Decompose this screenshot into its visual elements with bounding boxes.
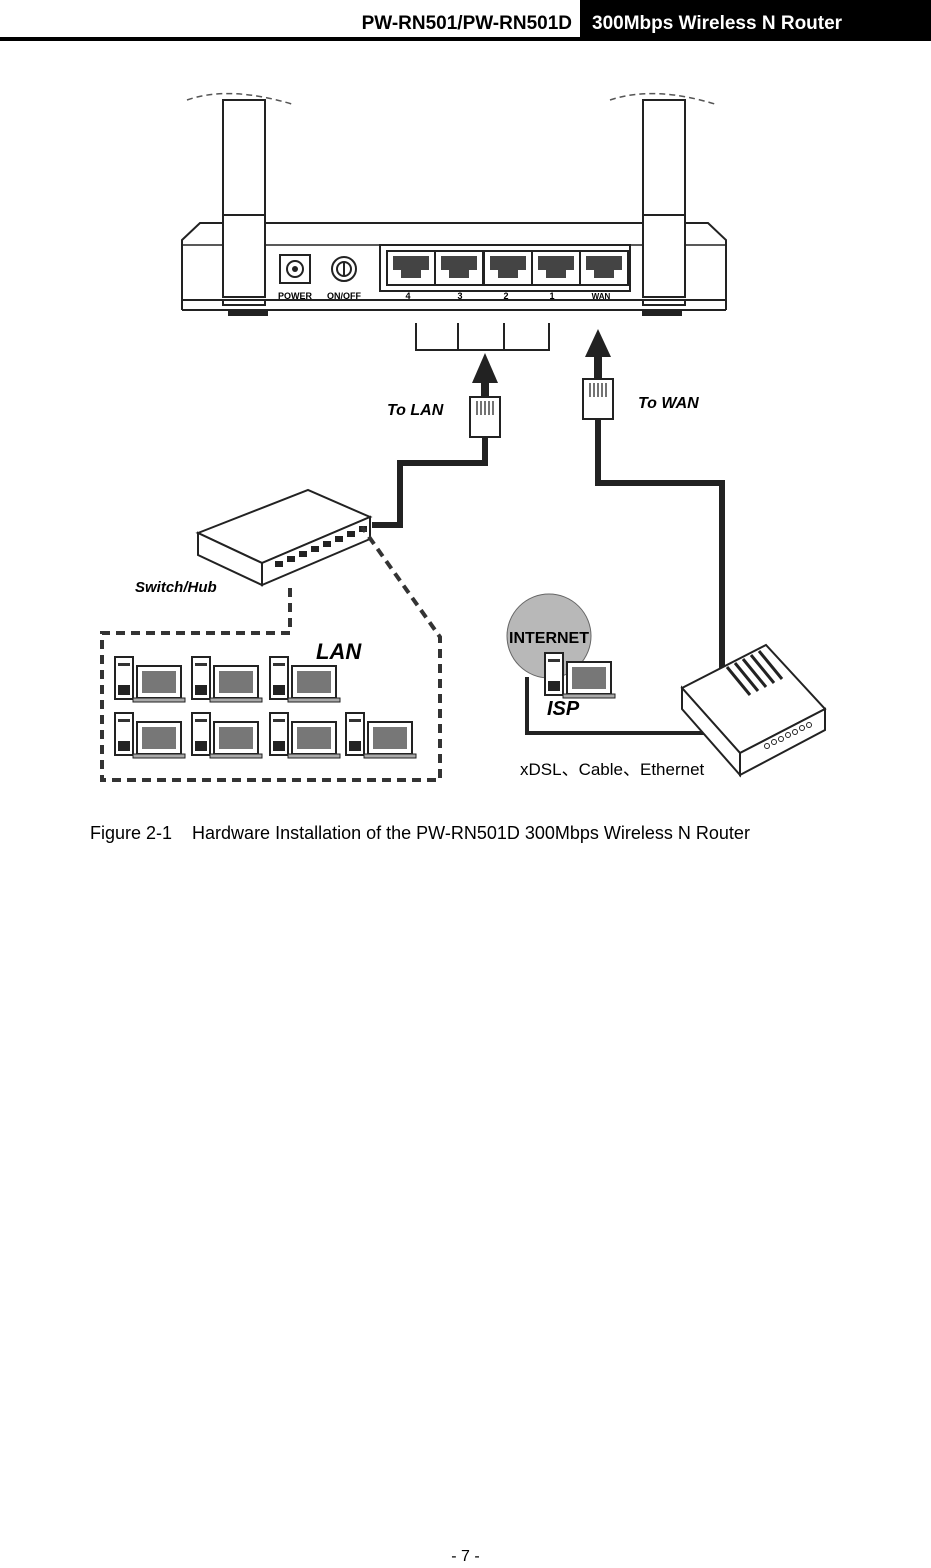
lan-area bbox=[100, 525, 442, 782]
lan-port-4 bbox=[386, 250, 436, 286]
hardware-installation-figure: POWER ON/OFF 4 3 2 1 WAN To LAN bbox=[90, 85, 850, 800]
page-number: - 7 - bbox=[451, 1548, 480, 1565]
lan-pc-1 bbox=[114, 656, 186, 703]
port-1-label: 1 bbox=[549, 291, 554, 301]
to-wan-label: To WAN bbox=[638, 395, 699, 412]
internet-label: INTERNET bbox=[509, 630, 589, 647]
lan-pc-6 bbox=[269, 712, 341, 759]
onoff-label: ON/OFF bbox=[327, 291, 361, 301]
lan-port-2 bbox=[483, 250, 533, 286]
router: POWER ON/OFF 4 3 2 1 WAN bbox=[181, 214, 727, 316]
lan-pc-4 bbox=[114, 712, 186, 759]
to-lan-label: To LAN bbox=[387, 402, 444, 419]
figure-caption: Figure 2-1 Hardware Installation of the … bbox=[90, 823, 750, 843]
power-label: POWER bbox=[278, 291, 313, 301]
lan-pc-2 bbox=[191, 656, 263, 703]
lan-port-3 bbox=[434, 250, 484, 286]
wan-port bbox=[579, 250, 629, 286]
internet-cloud bbox=[506, 593, 722, 735]
port-3-label: 3 bbox=[457, 291, 462, 301]
modem-label: xDSL、Cable、Ethernet bbox=[520, 760, 705, 779]
wan-label: WAN bbox=[592, 292, 611, 301]
to-lan-arrow bbox=[372, 353, 501, 528]
port-2-label: 2 bbox=[503, 291, 508, 301]
header-model: PW-RN501/PW-RN501D bbox=[361, 13, 572, 34]
port-4-label: 4 bbox=[405, 291, 410, 301]
modem bbox=[680, 643, 827, 778]
lan-label: LAN bbox=[316, 639, 362, 664]
lan-pc-7 bbox=[345, 712, 417, 759]
lan-port-1 bbox=[531, 250, 581, 286]
switch-hub-label: Switch/Hub bbox=[135, 579, 217, 596]
lan-pc-5 bbox=[191, 712, 263, 759]
header-rule bbox=[0, 37, 931, 41]
switch-hub bbox=[195, 488, 373, 587]
to-wan-arrow bbox=[582, 329, 725, 735]
isp-label: ISP bbox=[547, 698, 580, 720]
lan-bracket bbox=[415, 323, 550, 351]
header-title: 300Mbps Wireless N Router bbox=[580, 0, 931, 40]
